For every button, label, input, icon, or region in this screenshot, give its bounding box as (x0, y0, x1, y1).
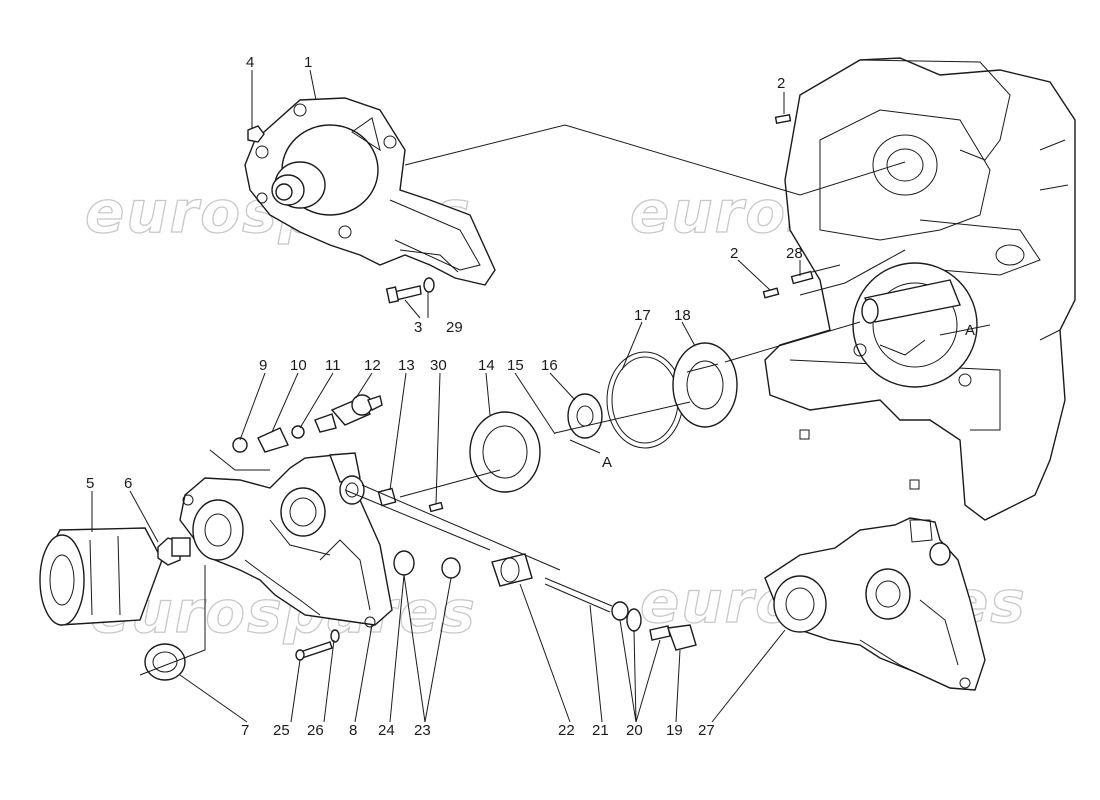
callout-2-lower: 2 (730, 245, 738, 262)
callout-9: 9 (259, 357, 267, 374)
callout-16: 16 (541, 357, 558, 374)
oil-pump-bolts (295, 629, 340, 661)
seal (144, 643, 186, 681)
assembly-lines (139, 124, 991, 676)
leader-lines (91, 69, 801, 723)
callout-27: 27 (698, 722, 715, 739)
oil-pump-gears (469, 342, 738, 493)
callout-28: 28 (786, 245, 803, 262)
relief-valve (393, 550, 697, 651)
callout-30: 30 (430, 357, 447, 374)
callout-18: 18 (674, 307, 691, 324)
oil-filter (39, 527, 191, 626)
mark-a-crank: A (965, 322, 975, 339)
dowel-pins (762, 114, 841, 299)
callout-13: 13 (398, 357, 415, 374)
callout-14: 14 (478, 357, 495, 374)
callout-11: 11 (325, 357, 341, 374)
callout-21: 21 (592, 722, 609, 739)
callout-6: 6 (124, 475, 132, 492)
callout-5: 5 (86, 475, 94, 492)
callout-24: 24 (378, 722, 395, 739)
callout-10: 10 (290, 357, 307, 374)
water-pump-fasteners (247, 125, 435, 304)
water-pump (244, 97, 496, 286)
crankshaft-nose (852, 262, 978, 388)
callout-8: 8 (349, 722, 357, 739)
oil-pump-body (179, 452, 393, 628)
callout-3: 3 (414, 319, 422, 336)
callout-26: 26 (307, 722, 324, 739)
callout-19: 19 (666, 722, 683, 739)
callout-23: 23 (414, 722, 431, 739)
callout-25: 25 (273, 722, 290, 739)
callout-15: 15 (507, 357, 524, 374)
callout-22: 22 (558, 722, 575, 739)
callout-4: 4 (246, 54, 254, 71)
mark-a-gear: A (602, 454, 612, 471)
callout-2-top: 2 (777, 75, 785, 92)
callout-numbers: 4 1 2 2 28 3 29 9 10 11 12 13 30 14 15 1… (86, 54, 975, 739)
oil-pump-assembled (764, 517, 986, 691)
callout-12: 12 (364, 357, 381, 374)
callout-20: 20 (626, 722, 643, 739)
callout-17: 17 (634, 307, 651, 324)
callout-29: 29 (446, 319, 463, 336)
callout-1: 1 (304, 54, 312, 71)
callout-7: 7 (241, 722, 249, 739)
